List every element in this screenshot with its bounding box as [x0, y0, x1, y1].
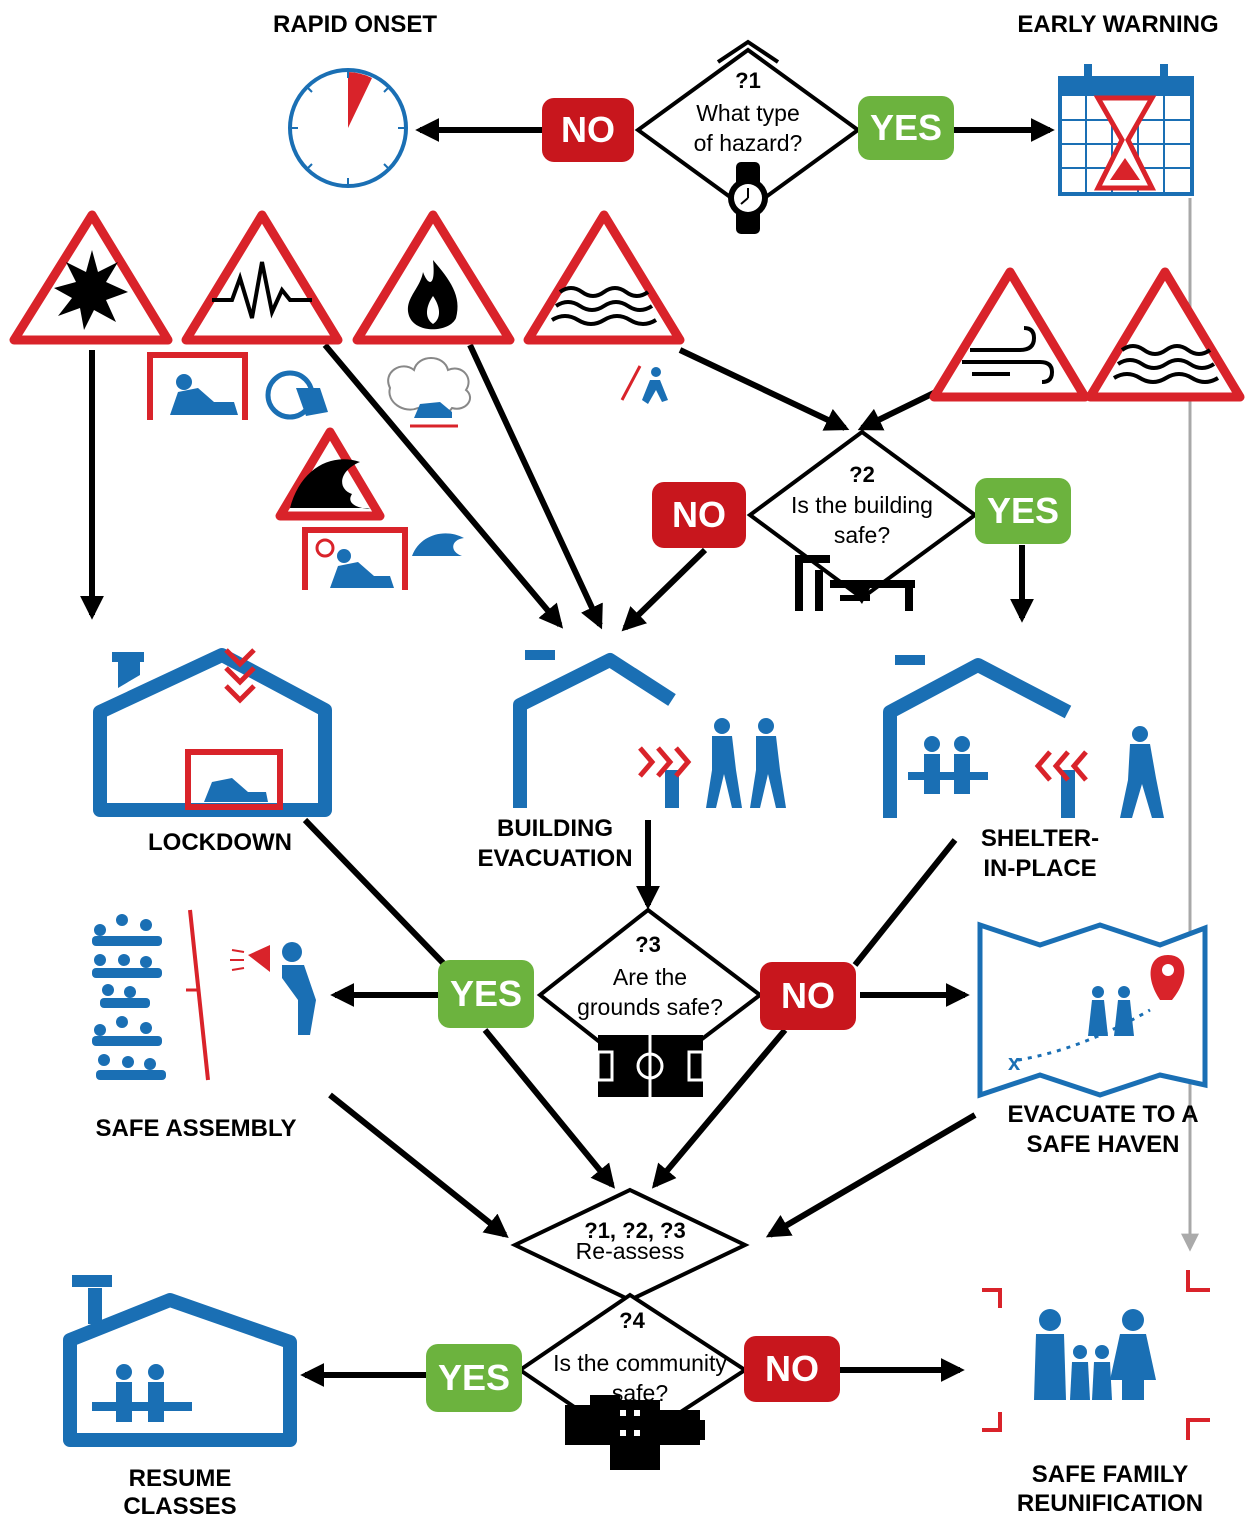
outcome-shelter-line1: SHELTER-: [980, 825, 1100, 852]
stopwatch-icon: [288, 68, 408, 188]
q1-number: ?1: [735, 68, 761, 93]
reassess-label: Re-assess: [575, 1238, 685, 1264]
q3-line2: grounds safe?: [577, 994, 723, 1020]
tsunami-run-icon: [302, 527, 464, 590]
damaged-building-icon: [795, 555, 915, 611]
lockdown-house-icon: [93, 648, 332, 817]
shelter-house-icon: [883, 655, 1164, 818]
outcome-building-evacuation-line2: EVACUATION: [477, 845, 633, 872]
q1-yes-badge: YES: [858, 96, 954, 160]
flood-warning-icon-2: [1085, 267, 1245, 402]
outcome-safe-haven-line2: SAFE HAVEN: [1026, 1131, 1180, 1158]
header-early-warning: EARLY WARNING: [1017, 11, 1219, 38]
q2-yes-badge: YES: [975, 478, 1071, 544]
q4-yes-badge: YES: [426, 1344, 522, 1412]
outcome-shelter-line2: IN-PLACE: [983, 855, 1097, 882]
q3-yes-badge: YES: [438, 960, 534, 1028]
q2-number: ?2: [849, 462, 875, 487]
school-field-icon: [596, 1035, 705, 1097]
q3-number: ?3: [635, 932, 661, 957]
q2-line2: safe?: [833, 522, 891, 548]
outcome-safe-assembly: SAFE ASSEMBLY: [95, 1115, 297, 1142]
wristwatch-icon: [728, 162, 768, 234]
q3-line1: Are the: [612, 964, 688, 990]
q1-no-badge: NO: [542, 98, 634, 162]
outcome-building-evacuation-line1: BUILDING: [497, 815, 613, 842]
q2-no-badge: NO: [652, 482, 746, 548]
resume-house-icon: [63, 1275, 297, 1447]
q4-number: ?4: [619, 1308, 645, 1333]
q4-line1: Is the community: [553, 1350, 727, 1376]
town-buildings-icon: [565, 1395, 705, 1470]
family-icon: [982, 1270, 1210, 1440]
map-pin-icon: x: [977, 921, 1208, 1099]
outcome-lockdown: LOCKDOWN: [148, 829, 292, 856]
assembly-crowd-icon: [92, 909, 316, 1081]
outcome-safe-haven-line1: EVACUATE TO A: [1007, 1101, 1199, 1128]
wind-warning-icon: [929, 267, 1090, 402]
evacuation-house-icon: [513, 650, 786, 808]
q4-no-badge: NO: [744, 1336, 840, 1402]
smoke-crawl-icon: [387, 357, 471, 428]
outcome-resume-classes-line1: RESUME: [128, 1465, 232, 1492]
calendar-hourglass-icon: [1058, 64, 1194, 196]
earthquake-warning-icon: [181, 210, 343, 345]
q3-no-badge: NO: [760, 962, 856, 1030]
drop-cover-hold-icon: [147, 352, 328, 420]
outcome-resume-classes-line2: CLASSES: [123, 1493, 237, 1520]
q2-line1: Is the building: [791, 492, 933, 518]
run-exit-icon: [620, 365, 668, 404]
outcome-reunification-line2: REUNIFICATION: [1016, 1490, 1204, 1517]
outcome-reunification-line1: SAFE FAMILY: [1031, 1461, 1189, 1488]
flow-arrows: [80, 118, 1055, 1387]
svg-text:x: x: [1008, 1050, 1021, 1075]
q4-line2: safe?: [611, 1380, 669, 1406]
reassess-numbers: ?1, ?2, ?3: [584, 1218, 686, 1243]
q1-line2: of hazard?: [693, 130, 803, 156]
q1-line1: What type: [696, 100, 800, 126]
header-rapid-onset: RAPID ONSET: [272, 11, 437, 38]
